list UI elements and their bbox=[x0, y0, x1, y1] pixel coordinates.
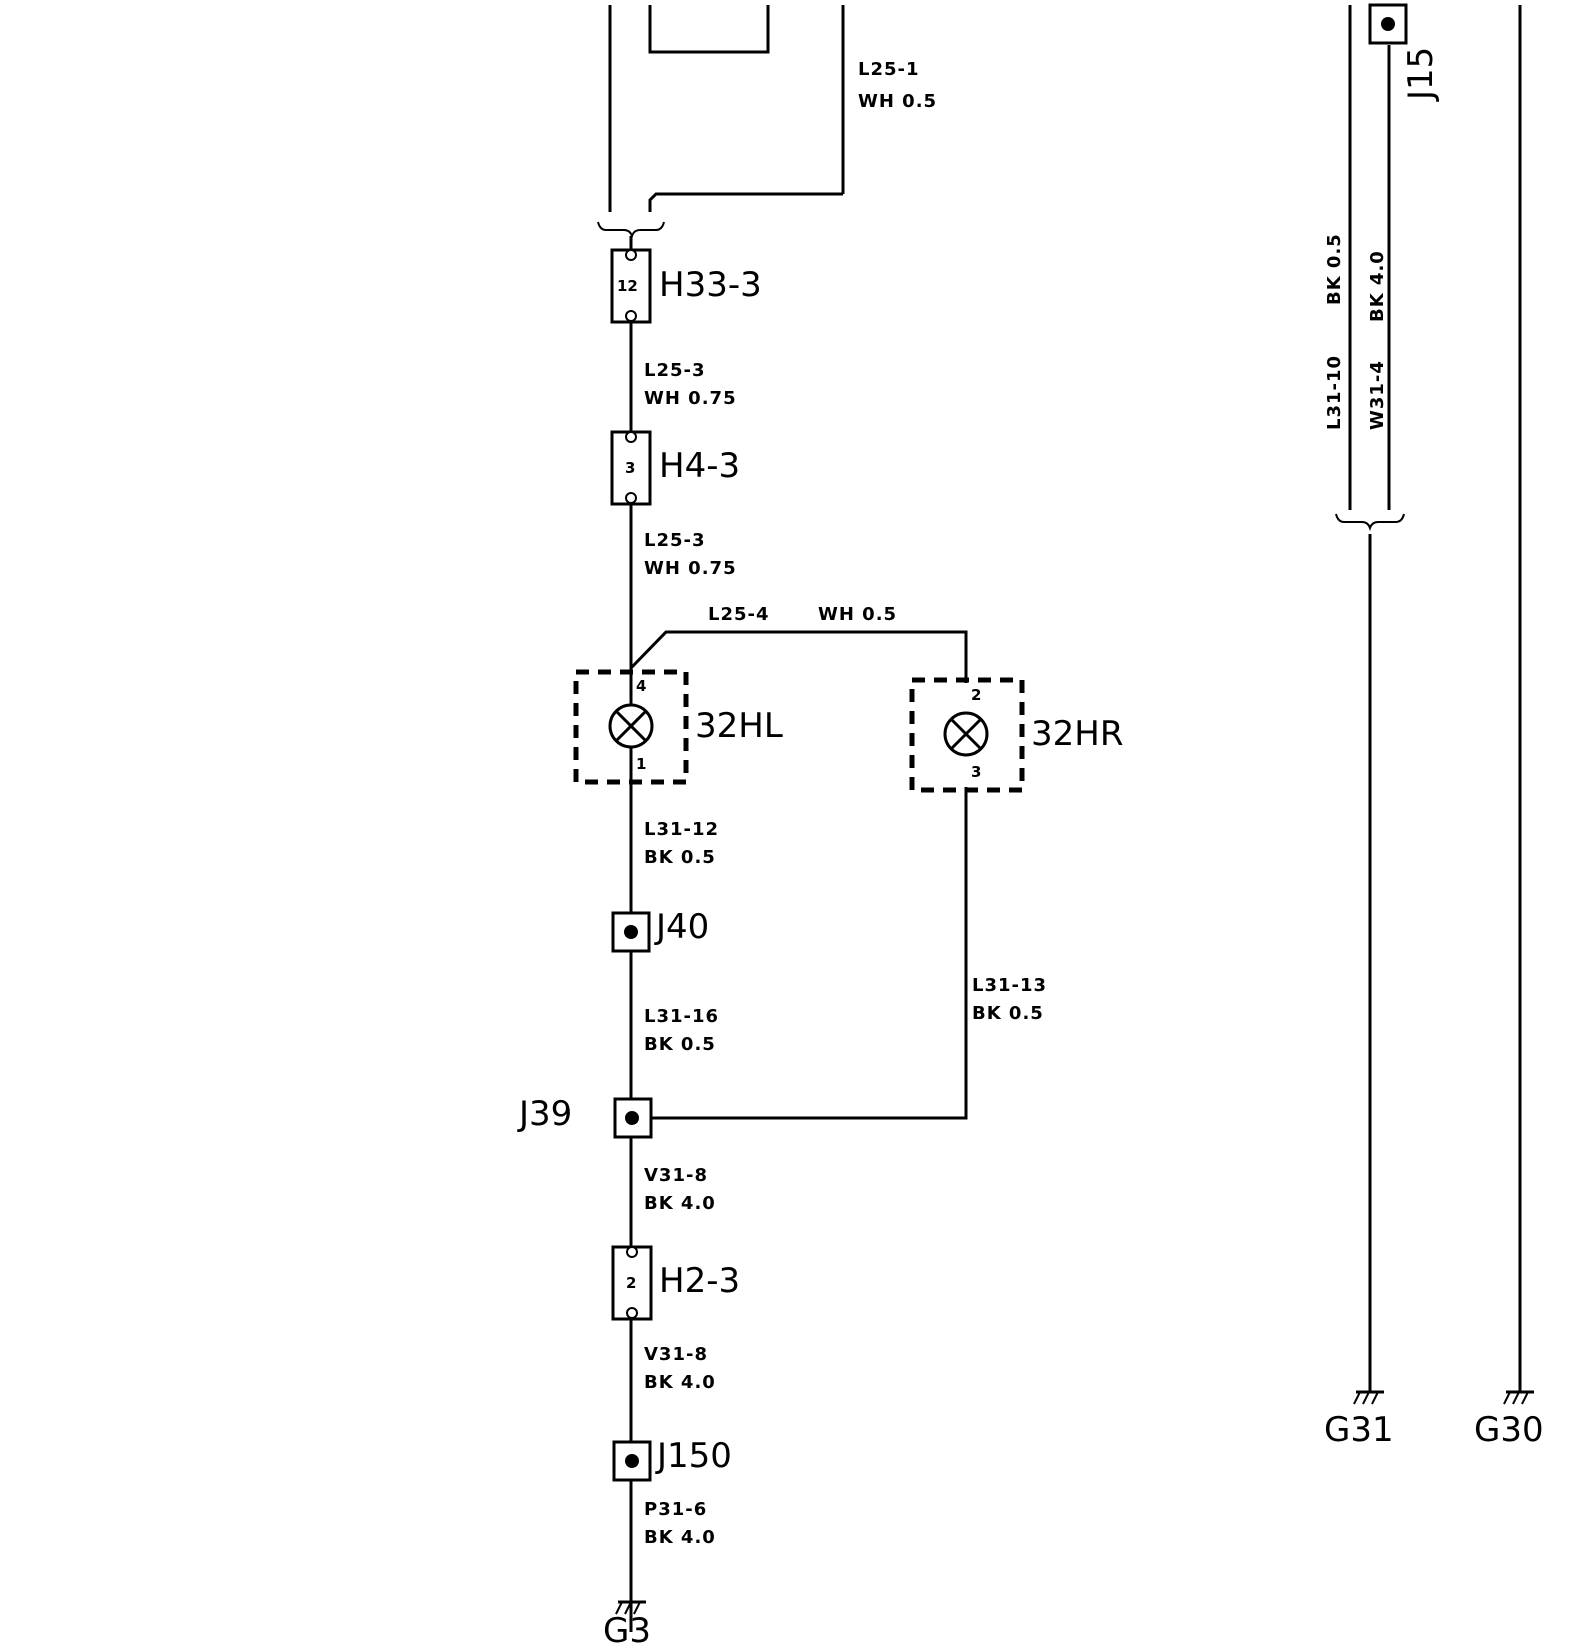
wire-spec-l25-4: WH 0.5 bbox=[818, 604, 897, 625]
connector-label-h33-3: H33-3 bbox=[659, 265, 762, 305]
wire-code-l31-16: L31-16 bbox=[644, 1006, 719, 1027]
junction-label-j150: J150 bbox=[655, 1436, 732, 1476]
connector-pin: 2 bbox=[626, 1274, 636, 1292]
junction-label-j15: J15 bbox=[1401, 47, 1441, 102]
junction-j40 bbox=[611, 911, 651, 953]
wire-code-w31-4: W31-4 bbox=[1367, 360, 1388, 430]
lamp-pin-bottom: 1 bbox=[636, 755, 646, 773]
wire-code-l31-12: L31-12 bbox=[644, 819, 719, 840]
lamp-pin-bottom: 3 bbox=[971, 763, 981, 781]
connector-h4-3: 3 bbox=[610, 430, 652, 506]
ground-label-g31: G31 bbox=[1324, 1410, 1394, 1450]
wire-spec-l25-3-b: WH 0.75 bbox=[644, 558, 737, 579]
connector-h33-3: 12 bbox=[610, 248, 652, 324]
junction-label-j40: J40 bbox=[654, 907, 709, 947]
wire-code-p31-6: P31-6 bbox=[644, 1499, 707, 1520]
wire-spec-l25-1: WH 0.5 bbox=[858, 91, 937, 112]
connector-label-h2-3: H2-3 bbox=[659, 1261, 740, 1301]
junction-j39 bbox=[613, 1097, 653, 1139]
connector-pin: 3 bbox=[625, 459, 635, 477]
top-harness bbox=[597, 5, 845, 240]
branch-wire-l25-4 bbox=[629, 630, 968, 683]
connector-h2-3: 2 bbox=[611, 1245, 653, 1321]
ground-icon-g30 bbox=[1503, 1390, 1534, 1405]
wire-code-v31-8-a: V31-8 bbox=[644, 1165, 708, 1186]
ground-label-g30: G30 bbox=[1474, 1410, 1544, 1450]
wire-spec-w31-4: BK 4.0 bbox=[1367, 250, 1388, 322]
wire-spec-v31-8-b: BK 4.0 bbox=[644, 1372, 716, 1393]
wire-spec-p31-6: BK 4.0 bbox=[644, 1527, 716, 1548]
ground-icon-g3 bbox=[615, 1600, 646, 1615]
return-wire-l31-13 bbox=[631, 787, 968, 1120]
wire-code-l31-10: L31-10 bbox=[1324, 355, 1345, 430]
wire-spec-v31-8-a: BK 4.0 bbox=[644, 1193, 716, 1214]
right-harness bbox=[1335, 5, 1522, 1392]
connector-pin: 12 bbox=[617, 277, 638, 295]
lamp-label-32hl: 32HL bbox=[695, 706, 783, 746]
ground-label-g3: G3 bbox=[603, 1611, 651, 1648]
ground-icon-g31 bbox=[1353, 1390, 1384, 1405]
junction-label-j39: J39 bbox=[517, 1094, 572, 1134]
wire-spec-l31-16: BK 0.5 bbox=[644, 1034, 716, 1055]
wire-code-v31-8-b: V31-8 bbox=[644, 1344, 708, 1365]
junction-j15 bbox=[1368, 3, 1408, 45]
lamp-pin-top: 2 bbox=[971, 686, 981, 704]
wire-spec-l25-3-a: WH 0.75 bbox=[644, 388, 737, 409]
lamp-label-32hr: 32HR bbox=[1031, 714, 1123, 754]
wire-code-l25-3-a: L25-3 bbox=[644, 360, 706, 381]
junction-j150 bbox=[612, 1440, 652, 1482]
wire-spec-l31-13: BK 0.5 bbox=[972, 1003, 1044, 1024]
lamp-pin-top: 4 bbox=[636, 677, 646, 695]
lamp-32hr: 2 3 bbox=[909, 677, 1025, 793]
connector-label-h4-3: H4-3 bbox=[659, 446, 740, 486]
wire-spec-l31-10: BK 0.5 bbox=[1324, 233, 1345, 305]
lamp-32hl: 4 1 bbox=[573, 669, 689, 785]
wire-code-l25-4: L25-4 bbox=[708, 604, 770, 625]
wire-code-l25-1: L25-1 bbox=[858, 59, 920, 80]
wire-code-l25-3-b: L25-3 bbox=[644, 530, 706, 551]
wire-code-l31-13: L31-13 bbox=[972, 975, 1047, 996]
wire-spec-l31-12: BK 0.5 bbox=[644, 847, 716, 868]
